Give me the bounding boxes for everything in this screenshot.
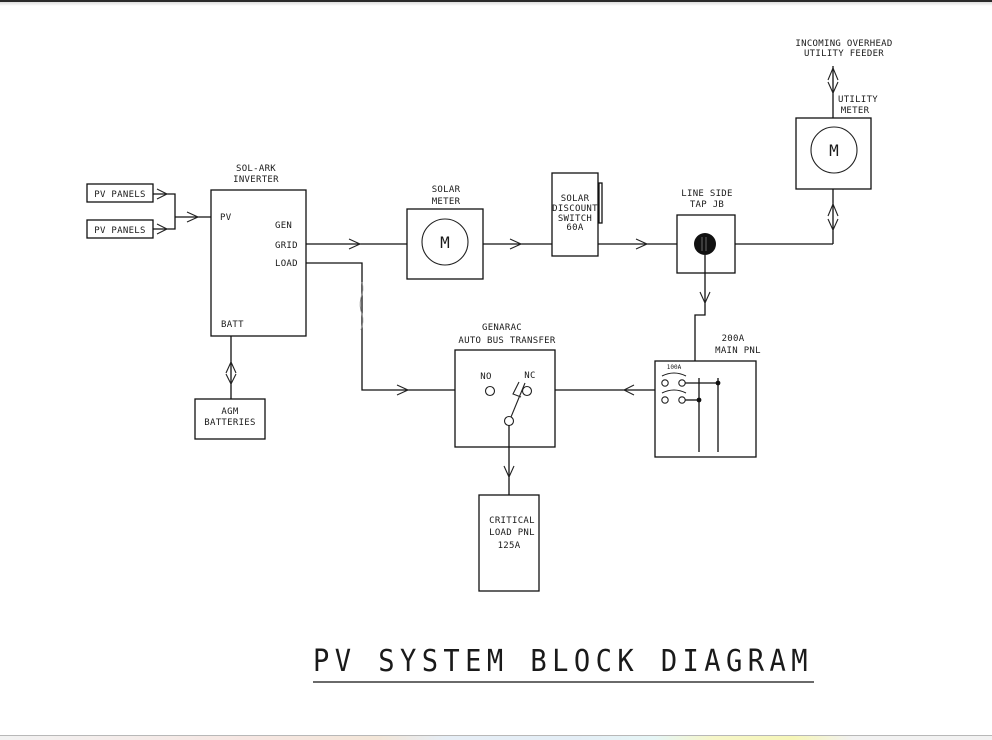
- arrow-up-icon: [225, 360, 237, 374]
- pv-to-inverter-wire: [153, 188, 211, 235]
- critical-label-line-2: LOAD PNL: [489, 528, 535, 538]
- switch-handle-icon: [598, 182, 603, 224]
- inverter-node: SOL-ARK INVERTER PV GEN GRID LOAD BATT: [210, 164, 307, 337]
- meter-icon: [421, 218, 469, 266]
- inverter-port-load: LOAD: [275, 259, 298, 269]
- critical-load-panel-box: [478, 494, 540, 592]
- critical-load-panel-node: CRITICAL LOAD PNL 125A: [478, 494, 540, 592]
- arrow-down-icon: [225, 373, 237, 386]
- arrow-down-icon: [699, 291, 711, 305]
- breaker-icon: [661, 372, 721, 452]
- solar-meter-to-disconnect-wire: [483, 238, 552, 250]
- utility-meter-to-feeder-wire: [827, 66, 839, 118]
- pv-panels-1-node: PV PANELS: [86, 183, 154, 203]
- terminal-nc-icon: [521, 385, 533, 397]
- arrow-up-icon: [827, 66, 839, 81]
- feeder-title-line-1: INCOMING OVERHEAD: [795, 39, 892, 49]
- diagram-title: PV SYSTEM BLOCK DIAGRAM: [313, 644, 813, 679]
- tap-title-line-2: TAP JB: [690, 200, 724, 210]
- diagram-title-block: PV SYSTEM BLOCK DIAGRAM: [313, 644, 814, 683]
- solar-meter-title-line-2: METER: [432, 197, 461, 207]
- pv-panels-1-label: PV PANELS: [94, 190, 145, 200]
- batteries-node: AGM BATTERIES: [194, 398, 266, 440]
- switch-contact-icon: [510, 381, 526, 418]
- disconnect-label-line-3: SWITCH: [558, 214, 592, 224]
- transfer-switch-node: GENARAC AUTO BUS TRANSFER NO NC: [454, 323, 556, 448]
- solar-meter-symbol: M: [440, 233, 450, 252]
- arrow-right-icon: [156, 188, 169, 200]
- line-side-tap-node: LINE SIDE TAP JB: [676, 189, 833, 274]
- disconnect-switch-node: SOLAR DISCOUNT SWITCH 60A: [551, 172, 603, 257]
- disconnect-label-line-4: 60A: [566, 223, 583, 233]
- arrow-up-icon: [827, 202, 839, 217]
- inverter-port-grid: GRID: [275, 241, 298, 251]
- transfer-switch-box: [454, 349, 556, 448]
- feeder-title-line-2: UTILITY FEEDER: [804, 49, 884, 59]
- utility-meter-node: UTILITY METER M: [795, 95, 878, 190]
- critical-label-line-1: CRITICAL: [489, 516, 535, 526]
- solar-meter-title-line-1: SOLAR: [432, 185, 461, 195]
- arrow-right-icon: [396, 384, 410, 396]
- arrow-down-icon: [503, 465, 515, 479]
- main-panel-title-line-1: 200A: [722, 334, 745, 344]
- arrow-right-icon: [509, 238, 523, 250]
- terminal-no-icon: [484, 385, 496, 397]
- arrow-down-icon: [827, 218, 839, 232]
- meter-icon: [810, 126, 858, 174]
- main-panel-title-line-2: MAIN PNL: [715, 346, 761, 356]
- window-bottom-strip: [0, 736, 992, 740]
- disconnect-to-tap-wire: [598, 238, 677, 250]
- batteries-box: [194, 398, 266, 440]
- arrow-down-icon: [827, 81, 839, 95]
- window-bottom-border: [0, 735, 992, 736]
- utility-meter-title-line-1: UTILITY: [838, 95, 878, 105]
- disconnect-label-line-1: SOLAR: [561, 194, 590, 204]
- load-to-transfer-wire: [306, 262, 455, 396]
- arrow-right-icon: [186, 211, 200, 223]
- pv-panels-2-label: PV PANELS: [94, 226, 145, 236]
- critical-label-line-3: 125A: [498, 541, 521, 551]
- grid-to-solar-meter-wire: [306, 238, 407, 250]
- tap-junction-icon: [694, 233, 716, 255]
- transfer-title-line-2: AUTO BUS TRANSFER: [458, 336, 555, 346]
- arrow-right-icon: [348, 238, 362, 250]
- tap-title-line-1: LINE SIDE: [681, 189, 732, 199]
- batteries-label-line-2: BATTERIES: [204, 418, 255, 428]
- breaker-label: 100A: [667, 364, 682, 371]
- inverter-port-batt: BATT: [221, 320, 244, 330]
- pv-panels-1-box: [86, 183, 154, 203]
- terminal-no-label: NO: [480, 372, 491, 382]
- inverter-title-line-1: SOL-ARK: [236, 164, 276, 174]
- inverter-battery-wire: [225, 336, 237, 399]
- arrow-right-icon: [635, 238, 649, 250]
- inverter-box: [210, 189, 307, 337]
- disconnect-label-line-2: DISCOUNT: [552, 204, 598, 214]
- terminal-nc-label: NC: [524, 371, 535, 381]
- utility-meter-symbol: M: [829, 141, 839, 160]
- inverter-port-pv: PV: [220, 213, 232, 223]
- solar-meter-node: SOLAR METER M: [406, 185, 484, 280]
- disconnect-switch-box: [551, 172, 599, 257]
- inverter-title-line-2: INVERTER: [233, 175, 279, 185]
- batteries-label-line-1: AGM: [221, 407, 238, 417]
- terminal-common-icon: [503, 415, 515, 427]
- main-panel-node: 200A MAIN PNL 100A: [654, 334, 761, 458]
- pv-panels-2-node: PV PANELS: [86, 219, 154, 239]
- tap-to-utility-meter-wire: [827, 189, 839, 244]
- transfer-title-line-1: GENARAC: [482, 323, 522, 333]
- arrow-left-icon: [622, 384, 635, 396]
- window-top-shadow: [0, 2, 992, 6]
- tap-to-main-panel-wire: [694, 255, 711, 361]
- arrow-right-icon: [156, 223, 169, 235]
- transfer-to-critical-wire: [503, 425, 515, 495]
- window-top-border: [0, 0, 992, 2]
- utility-meter-title-line-2: METER: [841, 106, 870, 116]
- utility-feeder-label: INCOMING OVERHEAD UTILITY FEEDER: [795, 39, 892, 59]
- main-panel-box: [654, 360, 757, 458]
- inverter-port-gen: GEN: [275, 221, 292, 231]
